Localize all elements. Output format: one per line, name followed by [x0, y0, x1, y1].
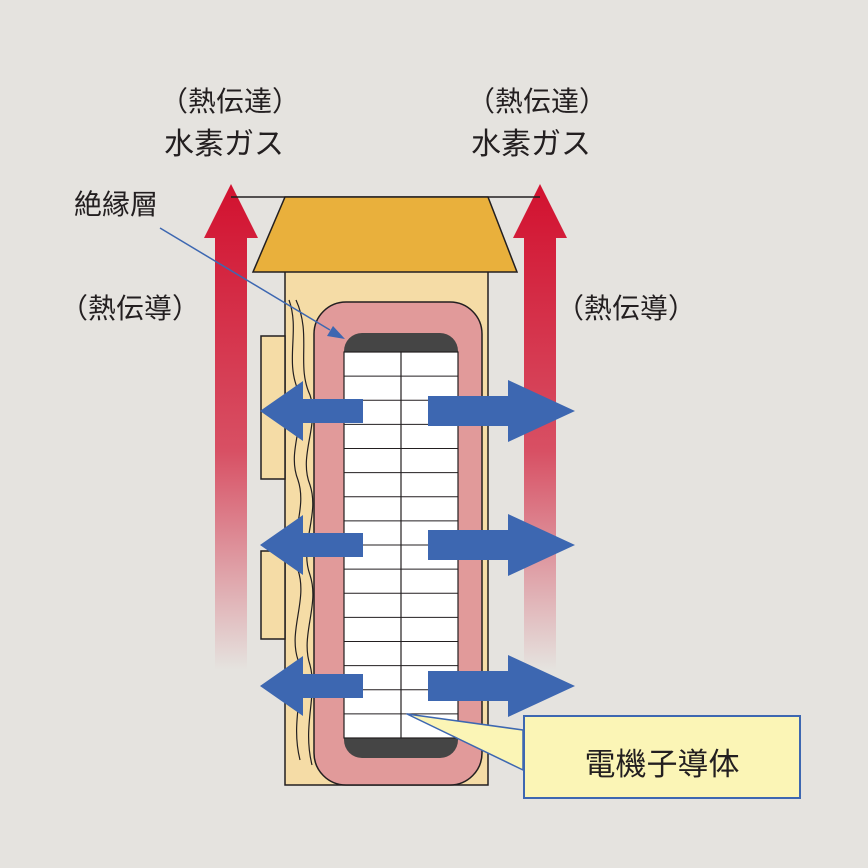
armature-conductor-callout: 電機子導体	[523, 715, 801, 799]
insulation-leader-line	[159, 227, 331, 331]
side-tab-lower	[260, 550, 286, 640]
slot-wedge	[251, 196, 519, 273]
left-heat-transfer-label: （熱伝達）	[160, 85, 301, 118]
insulation-layer-label: 絶縁層	[74, 188, 159, 221]
right-heat-transfer-label: （熱伝達）	[467, 85, 608, 118]
heat-flow-arrow-right	[428, 514, 575, 576]
left-hydrogen-gas-label: 水素ガス	[164, 127, 284, 162]
right-hydrogen-gas-label: 水素ガス	[471, 127, 591, 162]
heat-flow-arrow-right	[428, 380, 575, 442]
left-heat-conduction-label: （熱伝導）	[60, 292, 201, 325]
heat-flow-arrow-left	[260, 515, 363, 575]
heat-flow-arrow-left	[260, 381, 363, 441]
insulation-leader-arrowhead	[327, 326, 345, 339]
heat-flow-arrows	[260, 380, 575, 717]
armature-conductor-label: 電機子導体	[584, 747, 740, 783]
heat-flow-arrow-left	[260, 656, 363, 716]
right-heat-conduction-label: （熱伝導）	[556, 292, 697, 325]
heat-flow-arrow-right	[428, 655, 575, 717]
left-gas-flow-arrow	[204, 184, 258, 670]
